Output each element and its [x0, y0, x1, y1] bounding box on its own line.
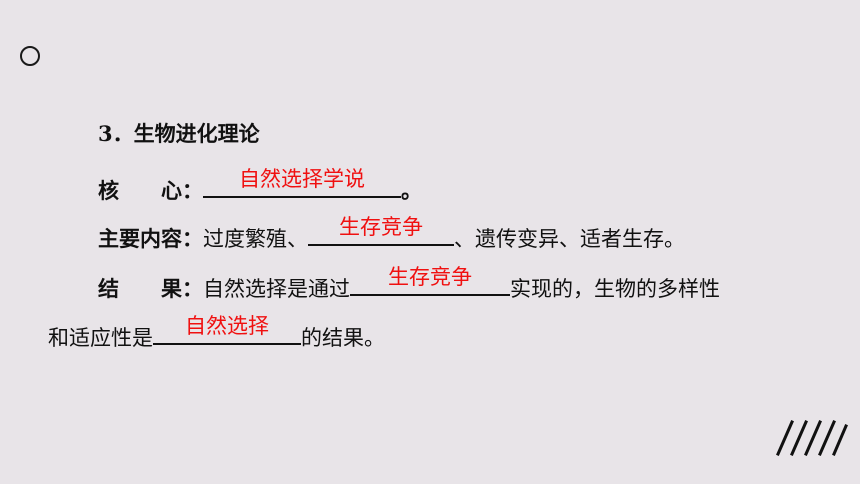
content-text-before: 过度繁殖、: [203, 227, 308, 251]
result-line2-after: 的结果。: [301, 326, 385, 350]
result-answer-blank: 生存竞争: [350, 265, 510, 296]
core-tail: 。: [401, 178, 422, 203]
core-line: 核 心： 自然选择学说 。: [98, 167, 422, 206]
hatch-lines-icon: [776, 420, 848, 456]
core-answer: 自然选择学说: [239, 167, 365, 191]
result-text-after: 实现的，生物的多样性: [510, 277, 720, 301]
core-label-a: 核: [98, 178, 119, 203]
content-text-after: 、遗传变异、适者生存。: [454, 227, 685, 251]
result-answer: 生存竞争: [388, 265, 472, 289]
result-line: 结 果：自然选择是通过 生存竞争实现的，生物的多样性: [98, 265, 720, 304]
circle-mark-icon: [20, 46, 40, 66]
result-answer2-blank: 自然选择: [153, 314, 301, 345]
content-answer-blank: 生存竞争: [308, 215, 454, 246]
result-label-b: 果：: [161, 276, 203, 301]
result-line2-before: 和适应性是: [48, 326, 153, 350]
result-line-2: 和适应性是 自然选择的结果。: [48, 314, 385, 353]
core-answer-blank: 自然选择学说: [203, 167, 401, 198]
result-label-a: 结: [98, 276, 119, 301]
heading-text: 3．生物进化理论: [98, 121, 260, 146]
core-label-b: 心：: [161, 178, 203, 203]
result-text-before: 自然选择是通过: [203, 277, 350, 301]
content-label: 主要内容：: [98, 226, 203, 251]
result-answer2: 自然选择: [185, 314, 269, 338]
section-heading: 3．生物进化理论: [98, 119, 260, 149]
content-line: 主要内容：过度繁殖、 生存竞争、遗传变异、适者生存。: [98, 215, 685, 254]
content-answer: 生存竞争: [339, 215, 423, 239]
